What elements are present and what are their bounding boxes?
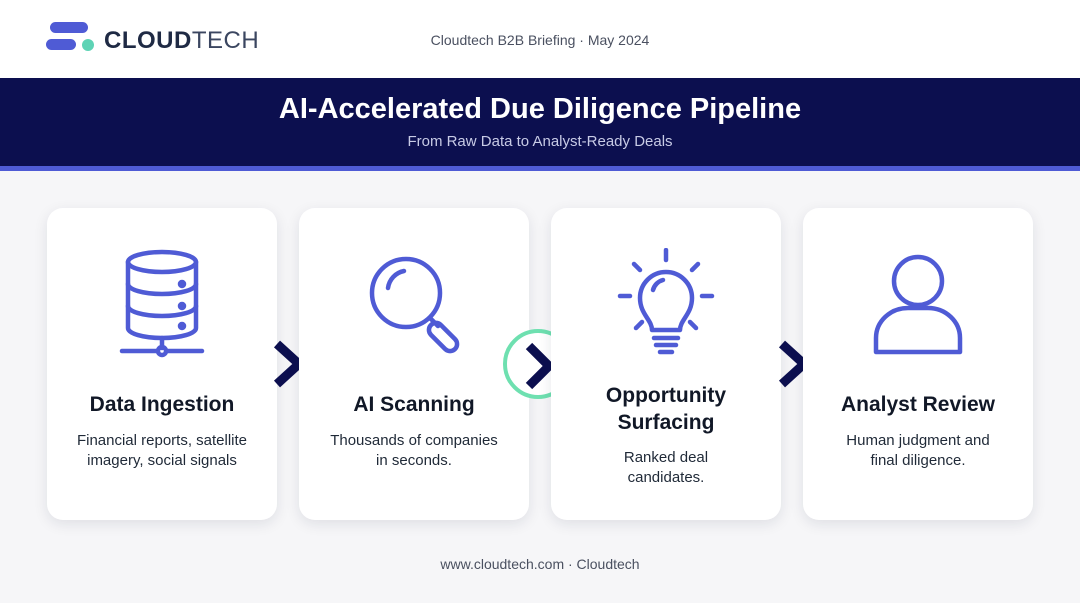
step-description-line2: candidates. — [627, 469, 705, 486]
top-bar: CLOUDTECH Cloudtech B2B Briefing · May 2… — [0, 0, 1080, 78]
page-subtitle: From Raw Data to Analyst-Ready Deals — [407, 133, 673, 150]
logo-mark-icon — [46, 22, 94, 51]
step-title: AI Scanning — [353, 393, 475, 416]
step-title: Data Ingestion — [89, 393, 235, 416]
step-description-line2: imagery, social signals — [87, 452, 237, 469]
lightbulb-icon — [606, 247, 726, 363]
step-title-line1: Opportunity — [605, 384, 727, 407]
database-icon — [102, 248, 222, 363]
step-description-line2: in seconds. — [376, 452, 452, 469]
step-card-ai-scanning: AI Scanning Thousands of companies in se… — [299, 208, 529, 520]
step-card-analyst-review: Analyst Review Human judgment and final … — [803, 208, 1033, 520]
step-description-line1: Thousands of companies — [330, 432, 498, 449]
step-description-line1: Financial reports, satellite — [76, 432, 248, 449]
step-description-line1: Human judgment and — [846, 432, 990, 449]
step-description-line2: final diligence. — [870, 452, 966, 469]
page-title: AI-Accelerated Due Diligence Pipeline — [278, 93, 802, 125]
user-icon — [858, 248, 978, 363]
step-card-opportunity-surfacing: Opportunity Surfacing Ranked deal candid… — [551, 208, 781, 520]
cloudtech-logo[interactable]: CLOUDTECH — [46, 22, 266, 58]
logo-bold: CLOUD — [104, 27, 192, 54]
magnifier-icon — [354, 248, 474, 363]
title-banner: AI-Accelerated Due Diligence Pipeline Fr… — [0, 78, 1080, 171]
logo-wordmark: CLOUDTECH — [104, 27, 259, 55]
logo-light: TECH — [191, 27, 260, 54]
briefing-label: Cloudtech B2B Briefing · May 2024 — [430, 32, 650, 48]
step-card-data-ingestion: Data Ingestion Financial reports, satell… — [47, 208, 277, 520]
step-title-line2: Surfacing — [617, 411, 715, 434]
step-title: Analyst Review — [840, 393, 996, 416]
footer-text: www.cloudtech.com · Cloudtech — [440, 556, 640, 572]
step-description-line1: Ranked deal — [623, 449, 709, 466]
